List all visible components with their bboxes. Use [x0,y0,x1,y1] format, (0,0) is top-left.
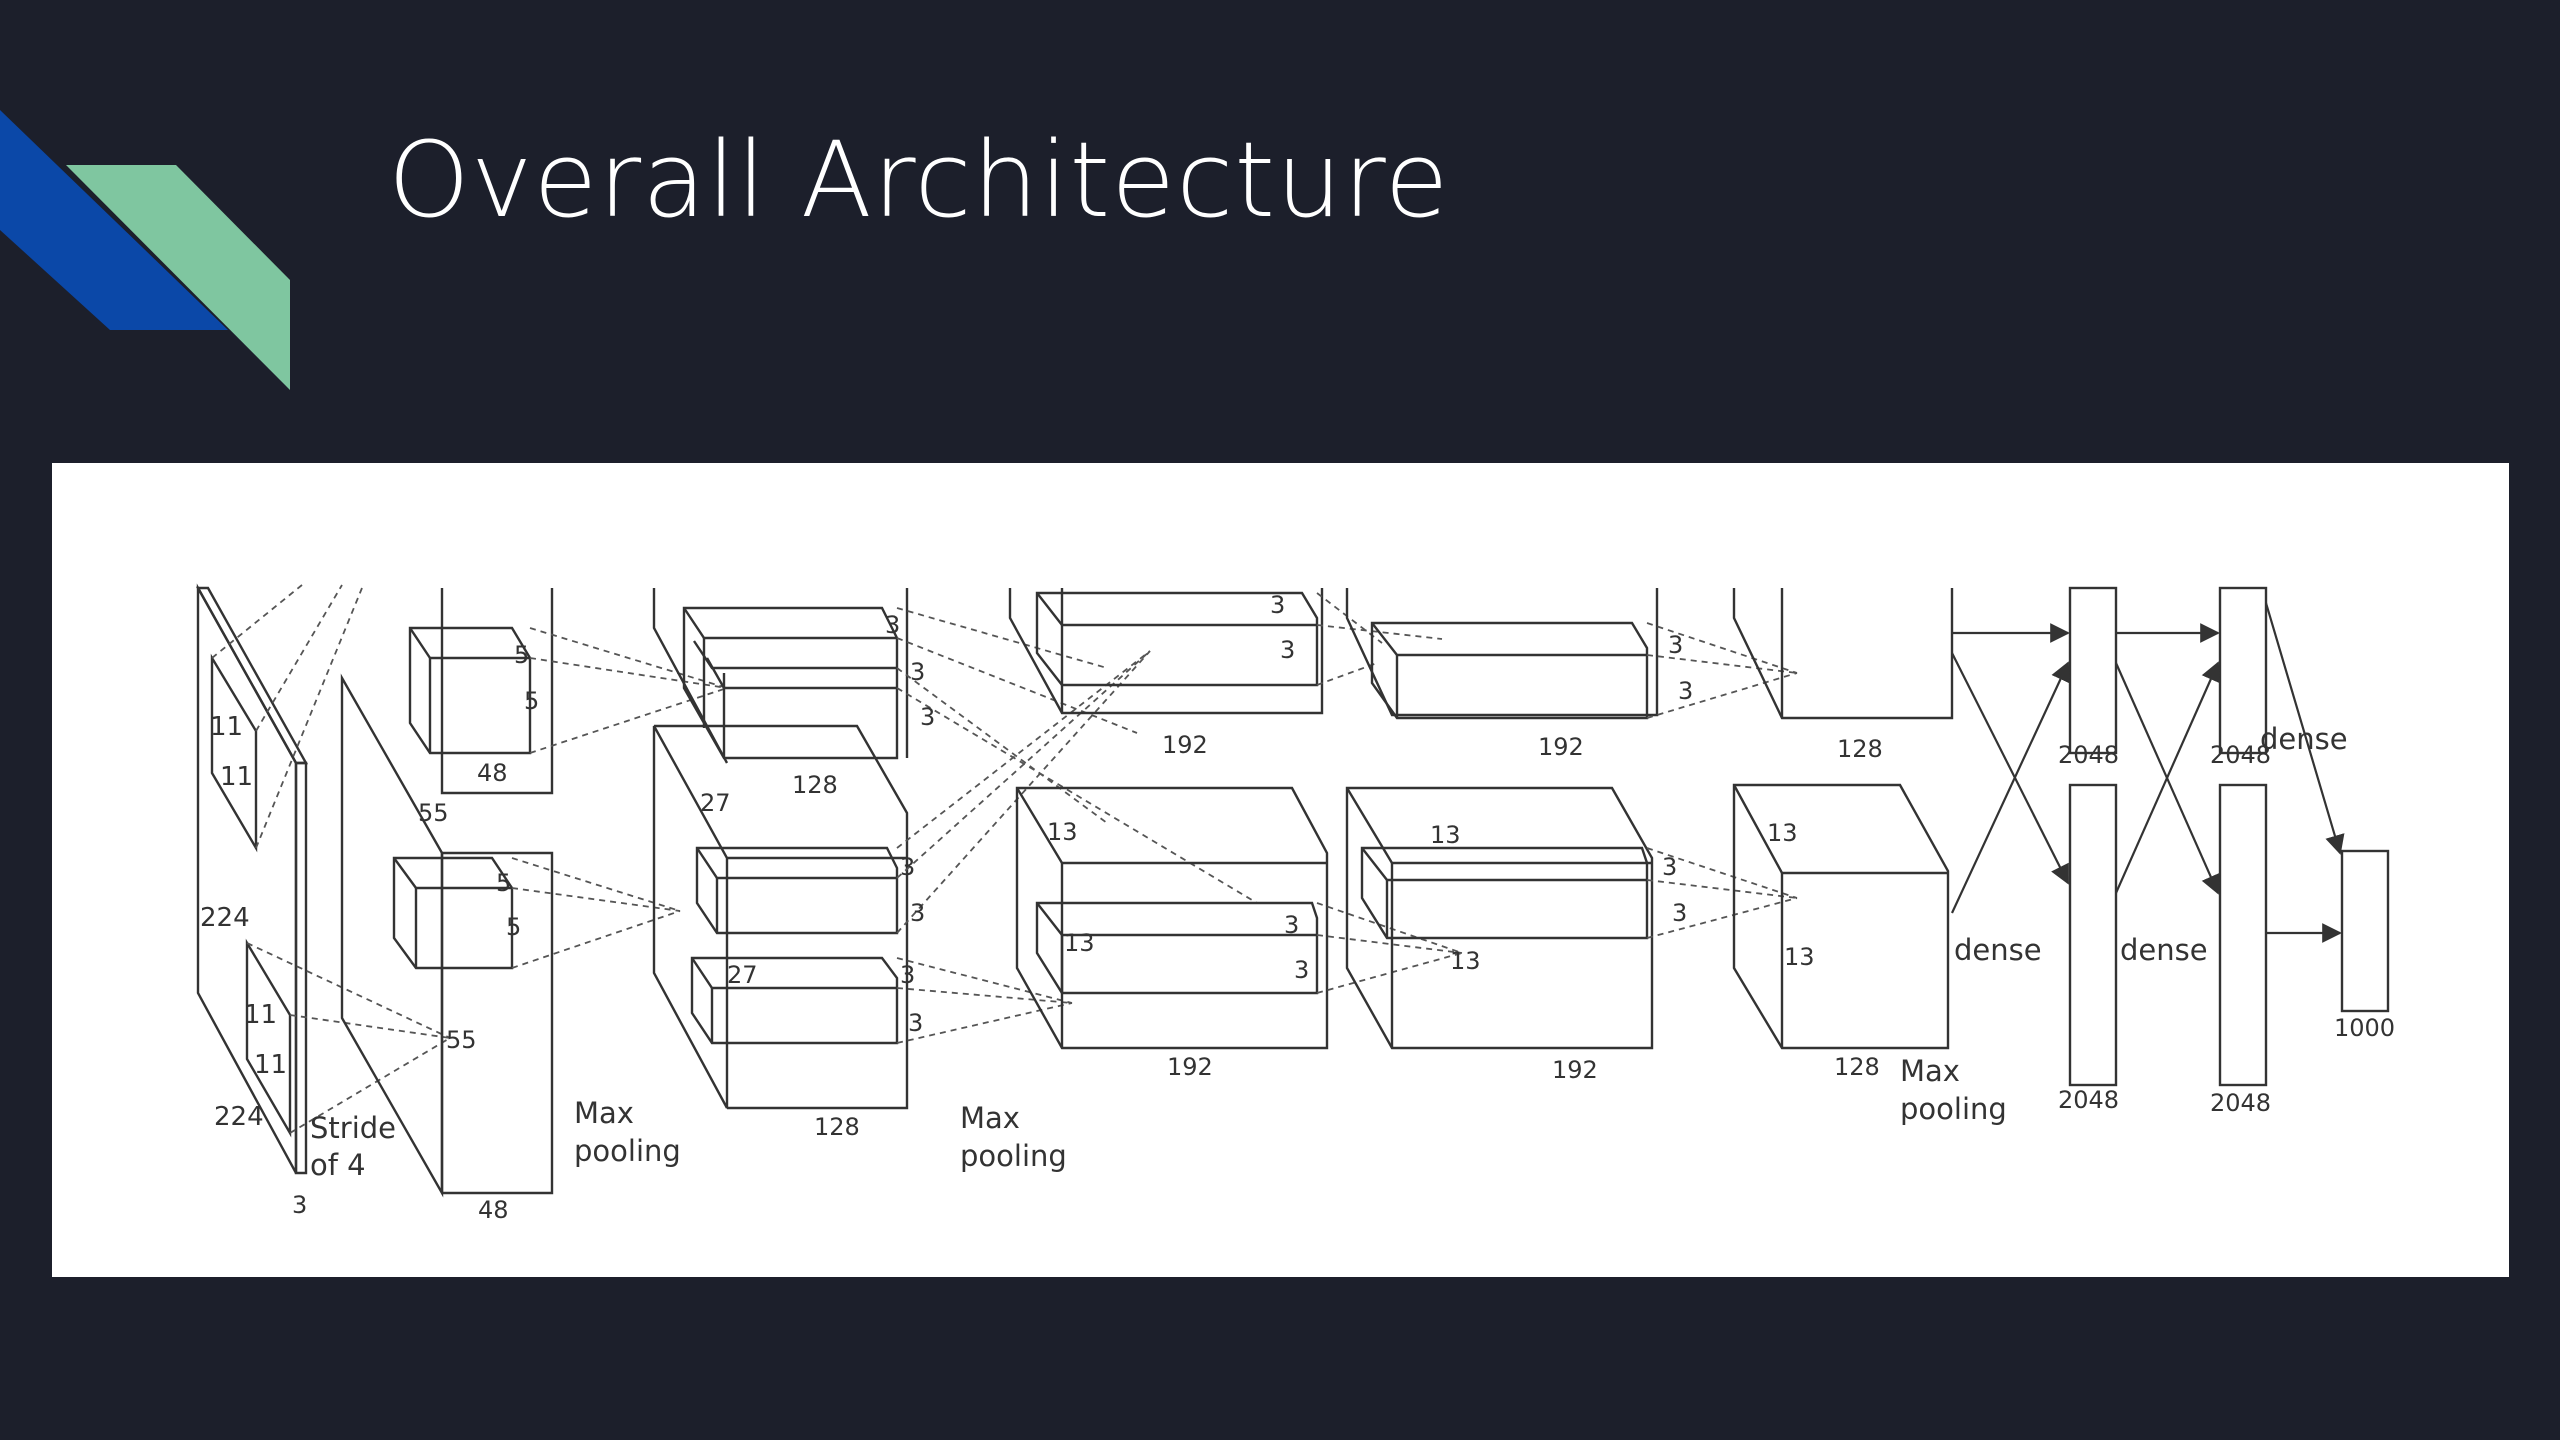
slide-title: Overall Architecture [388,119,1450,241]
conv4-depth-bottom: 192 [1552,1056,1598,1084]
conv2-depth-top: 128 [792,771,838,799]
dense-layers [1951,586,2390,1087]
conv4-size-b: 13 [1450,947,1481,975]
fc3-dense-label: dense [2260,722,2348,756]
fc2-size-bottom: 2048 [2210,1089,2271,1117]
conv5-size-b: 13 [1784,943,1815,971]
conv5-depth-top: 128 [1837,735,1883,763]
diagram-panel: 11 11 224 11 11 224 3 Stride of 4 [52,463,2509,1277]
accent-blue-stripe [0,110,228,330]
conv4-kernel-1: 3 [1668,631,1683,659]
conv4-depth-top: 192 [1538,733,1584,761]
conv2-kernel-4: 3 [900,853,915,881]
conv1-kernel-bottom-a: 5 [496,869,511,897]
fc1-dense-label: dense [1954,933,2042,967]
conv2-kernel-3: 3 [920,703,935,731]
stride-label-line2: of 4 [310,1148,366,1182]
input-kernel-bottom-b: 11 [254,1050,287,1080]
conv2-kernel-2: 3 [910,658,925,686]
input-kernel-bottom-a: 11 [244,1000,277,1030]
conv1-kernel-top-a: 5 [514,641,529,669]
conv2-size-bottom: 27 [727,961,758,989]
conv4-kernel-4: 3 [1672,899,1687,927]
fc1-size-bottom: 2048 [2058,1086,2119,1114]
fc2-dense-label: dense [2120,933,2208,967]
conv1-kernel-bottom-b: 5 [506,913,521,941]
accent-stripes-graphic [0,110,290,390]
conv2-depth-bottom: 128 [814,1113,860,1141]
conv2-kernel-5: 3 [910,899,925,927]
conv1-block [340,588,728,1198]
input-height: 224 [200,903,250,933]
fc3-output-size: 1000 [2334,1014,2395,1042]
conv2-kernel-6: 3 [900,961,915,989]
pool1-label-line1: Max [574,1096,634,1130]
conv4-kernel-2: 3 [1678,677,1693,705]
conv3-kernel-4: 3 [1294,956,1309,984]
conv3-kernel-3: 3 [1284,911,1299,939]
input-depth: 3 [292,1191,307,1219]
conv3-depth-bottom: 192 [1167,1053,1213,1081]
conv5-depth-bottom: 128 [1834,1053,1880,1081]
conv3-size-b: 13 [1064,929,1095,957]
input-kernel-top-a: 11 [210,712,243,742]
conv3-size-a: 13 [1047,818,1078,846]
conv5-block [1732,588,1954,1050]
conv3-kernel-1: 3 [1270,591,1285,619]
conv1-kernel-top-b: 5 [524,687,539,715]
input-kernel-top-b: 11 [220,762,253,792]
conv1-size-bottom: 55 [446,1026,477,1054]
alexnet-architecture-diagram: 11 11 224 11 11 224 3 Stride of 4 [195,583,2395,1224]
pool3-label-line2: pooling [1900,1092,2007,1126]
conv1-size: 55 [418,799,449,827]
pool2-label-line2: pooling [960,1139,1067,1173]
stride-label-line1: Stride [310,1111,396,1145]
conv2-block [652,588,1258,1110]
conv3-kernel-2: 3 [1280,636,1295,664]
input-width: 224 [214,1102,264,1132]
conv4-size-a: 13 [1430,821,1461,849]
fc2-size-top: 2048 [2210,741,2271,769]
conv1-depth: 48 [478,1196,509,1224]
pool1-label-line2: pooling [574,1134,681,1168]
pool3-label-line1: Max [1900,1054,1960,1088]
input-volume [195,583,451,1175]
conv4-kernel-3: 3 [1662,853,1677,881]
pool2-label-line1: Max [960,1101,1020,1135]
conv5-size-a: 13 [1767,819,1798,847]
conv2-kernel-1: 3 [885,611,900,639]
conv3-block [1008,588,1463,1050]
conv2-kernel-7: 3 [908,1009,923,1037]
conv1-depth-top: 48 [477,759,508,787]
conv4-block [1345,588,1798,1050]
accent-green-stripe [66,165,290,390]
conv3-depth-top: 192 [1162,731,1208,759]
conv2-size-top: 27 [700,789,731,817]
fc1-size-top: 2048 [2058,741,2119,769]
